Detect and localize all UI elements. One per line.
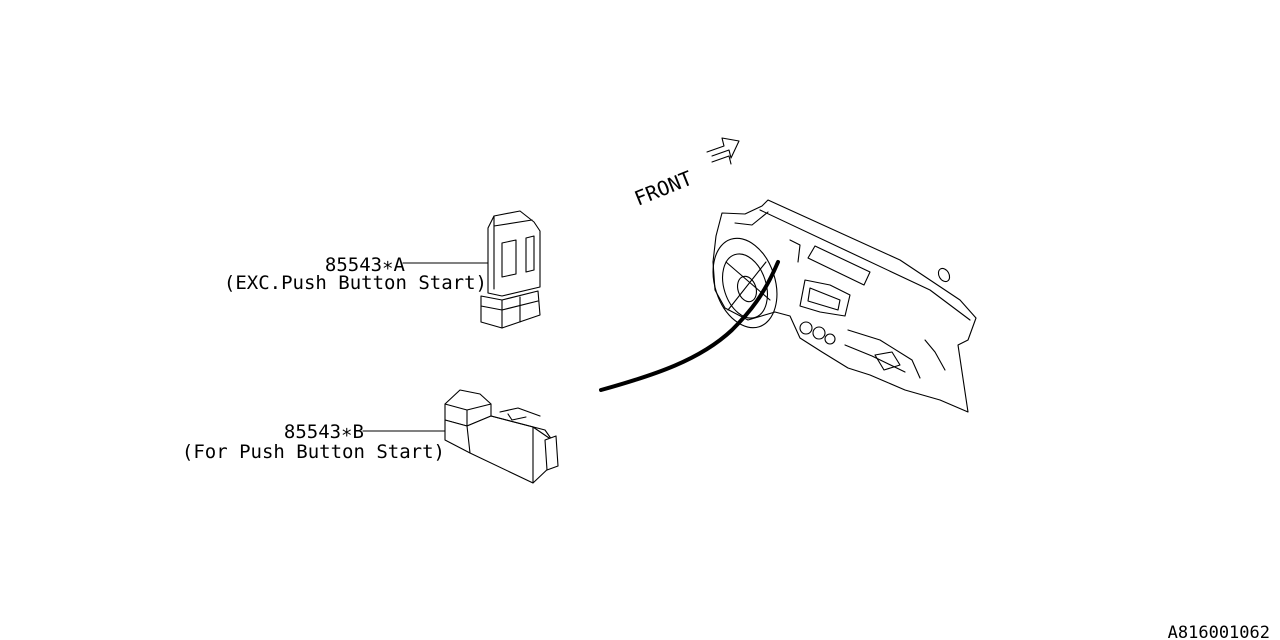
front-indicator: FRONT: [631, 137, 740, 211]
part-85543-b-drawing: [444, 389, 559, 484]
part-number-b: 85543∗B: [284, 421, 364, 443]
part-85543-a-drawing: [480, 210, 541, 329]
front-label: FRONT: [631, 166, 696, 211]
part-number-a: 85543∗A: [325, 254, 406, 276]
part-note-a: (EXC.Push Button Start): [224, 272, 487, 294]
instrument-panel-drawing: [712, 199, 977, 413]
part-note-b: (For Push Button Start): [182, 441, 445, 463]
diagram-id: A816001062: [1168, 623, 1270, 640]
front-arrow-icon: [706, 137, 740, 165]
callout-85543-a: 85543∗A (EXC.Push Button Start): [224, 254, 489, 294]
callout-85543-b: 85543∗B (For Push Button Start): [182, 421, 446, 463]
wiring-harness-line: [599, 260, 780, 392]
